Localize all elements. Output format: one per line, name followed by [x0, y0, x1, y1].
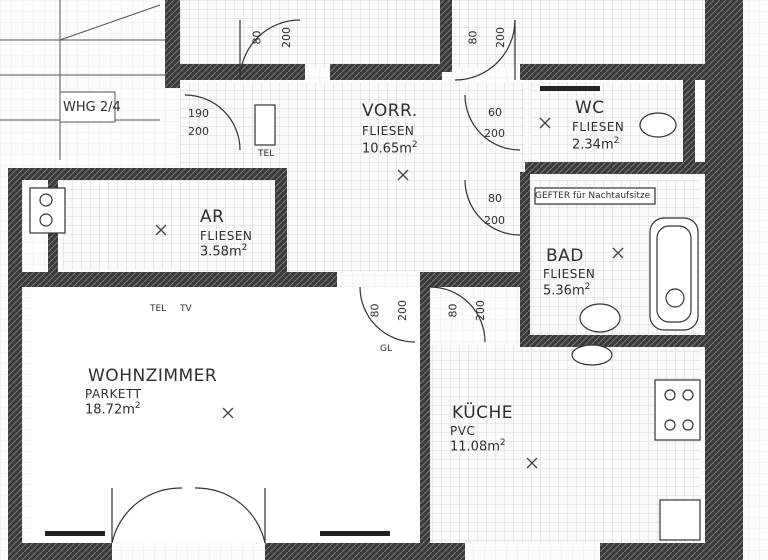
room-area: 18.72m2 — [85, 401, 141, 418]
room-floor: FLIESEN — [543, 267, 596, 281]
room-name: AR — [200, 207, 225, 227]
door-dim-height: 200 — [484, 214, 505, 227]
left-fixtures — [29, 104, 276, 234]
room-floor: FLIESEN — [572, 120, 625, 134]
room-name: KÜCHE — [452, 403, 514, 423]
room-name: VORR. — [362, 101, 418, 121]
floor-top-right-room — [450, 0, 705, 68]
door-dim-height: 200 — [280, 27, 293, 48]
walls — [8, 0, 743, 560]
door-dim-height: 200 — [494, 27, 507, 48]
unit-label: WHG 2/4 — [63, 100, 121, 115]
door-dim-width: 60 — [488, 106, 502, 119]
floor-top-room — [180, 0, 440, 68]
door-swings — [111, 19, 521, 544]
room-name: WOHNZIMMER — [88, 366, 218, 386]
room-center-markers — [155, 117, 624, 469]
door-dim-height: 200 — [188, 125, 209, 138]
door-dim-height: 200 — [396, 300, 409, 321]
window-marks — [45, 86, 600, 536]
bathroom-fixtures — [534, 112, 699, 366]
room-name: BAD — [546, 246, 584, 266]
room-area: 5.36m2 — [543, 282, 591, 299]
door-dim-height: 200 — [484, 127, 505, 140]
tel-label-living: TEL — [150, 304, 167, 314]
kitchen-fixtures — [654, 379, 701, 541]
room-floor: FLIESEN — [200, 229, 253, 243]
tel-label-hall: TEL — [258, 149, 275, 159]
bath-note: GEFTER für Nachtaufsitze — [535, 191, 651, 201]
door-dim-height: 200 — [474, 300, 487, 321]
room-floor: FLIESEN — [362, 124, 415, 138]
door-dim-width: 80 — [466, 30, 480, 45]
room-area: 2.34m2 — [572, 136, 620, 153]
door-dim-width: 80 — [368, 303, 382, 318]
tv-label: TV — [180, 304, 192, 314]
door-dim-width: 80 — [250, 30, 264, 45]
door-dim-width: 190 — [188, 107, 209, 120]
room-name: WC — [575, 98, 605, 118]
floor-ar — [62, 180, 274, 270]
gl-label: GL — [380, 344, 392, 354]
room-area: 11.08m2 — [450, 438, 506, 455]
room-floor: PARKETT — [85, 387, 142, 401]
room-area: 10.65m2 — [362, 140, 418, 157]
room-floor: PVC — [450, 424, 476, 438]
floor-kueche — [430, 345, 700, 543]
stair-lines — [0, 0, 165, 160]
room-area: 3.58m2 — [200, 243, 248, 260]
door-dim-width: 80 — [446, 303, 460, 318]
door-dim-width: 80 — [488, 192, 502, 205]
